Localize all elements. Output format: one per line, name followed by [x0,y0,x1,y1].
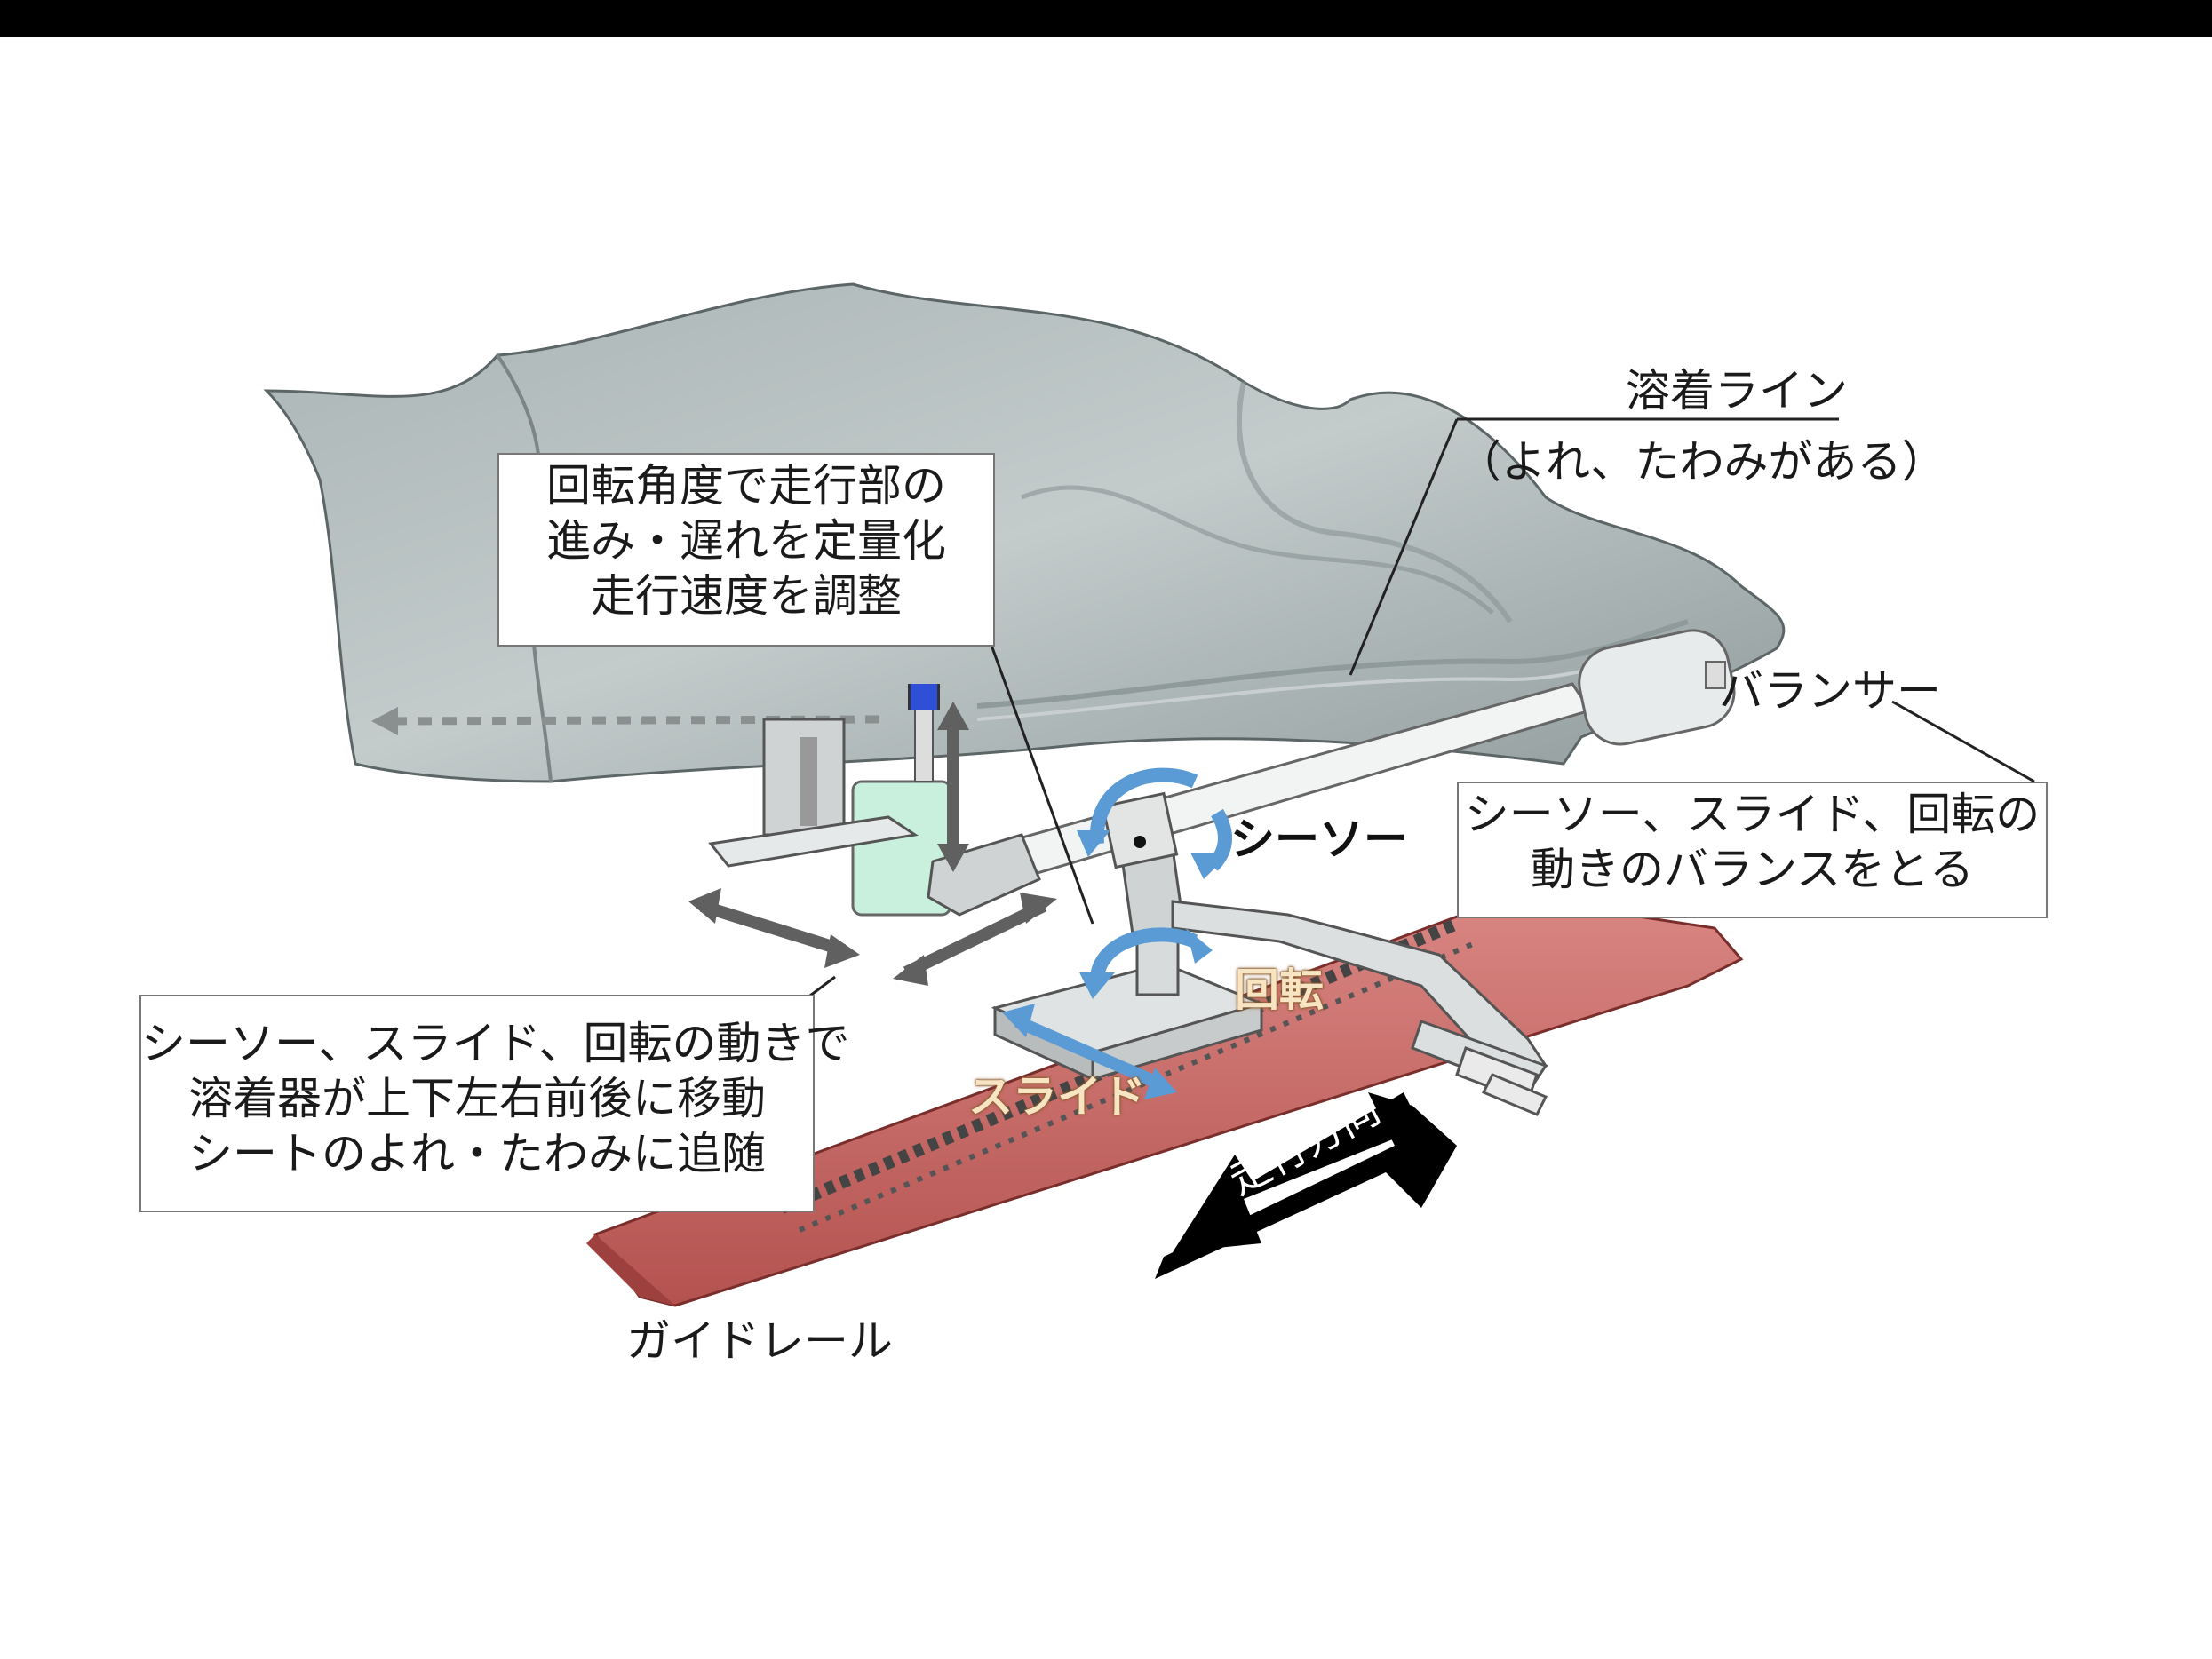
balancer-label: バランサー [1719,665,1941,717]
weld-line-label: 溶着ライン [1626,365,1848,417]
slide-label: スライド [968,1071,1146,1123]
welder-motion-arrows [688,702,1057,986]
follow-line-2: 溶着器が上下左右前後に移動 [188,1073,766,1124]
rotation-angle-line-1: 回転角度で走行部の [546,460,946,512]
sheet-surface [263,282,1786,783]
rotation-label: 回転 [1235,964,1324,1016]
rotation-angle-line-3: 走行速度を調整 [591,570,902,622]
rotation-arrow [1089,927,1198,987]
slide-arrow [1002,1004,1177,1099]
carriage [991,791,1548,1116]
balance-line-2: 動きのバランスをとる [1531,844,1974,895]
top-black-bar [0,0,2212,37]
balance-line-1: シーソー、スライド、回転の [1464,789,2041,840]
rotation-angle-line-2: 進み・遅れを定量化 [546,515,946,567]
leader-lines [799,417,2035,1005]
rotation-angle-callout: 回転角度で走行部の 進み・遅れを定量化 走行速度を調整 [497,453,995,647]
follow-line-1: シーソー、スライド、回転の動きで [141,1018,850,1069]
guide-rail-label: ガイドレール [626,1315,893,1367]
follow-line-3: シートのよれ・たわみに追随 [188,1128,766,1179]
follow-callout: シーソー、スライド、回転の動きで 溶着器が上下左右前後に移動 シートのよれ・たわ… [139,995,850,1212]
weld-line-note: （よれ、たわみがある） [1457,436,1946,488]
seesaw-label: シーソー [1230,814,1408,865]
balance-callout: シーソー、スライド、回転の 動きのバランスをとる [1457,782,2048,918]
